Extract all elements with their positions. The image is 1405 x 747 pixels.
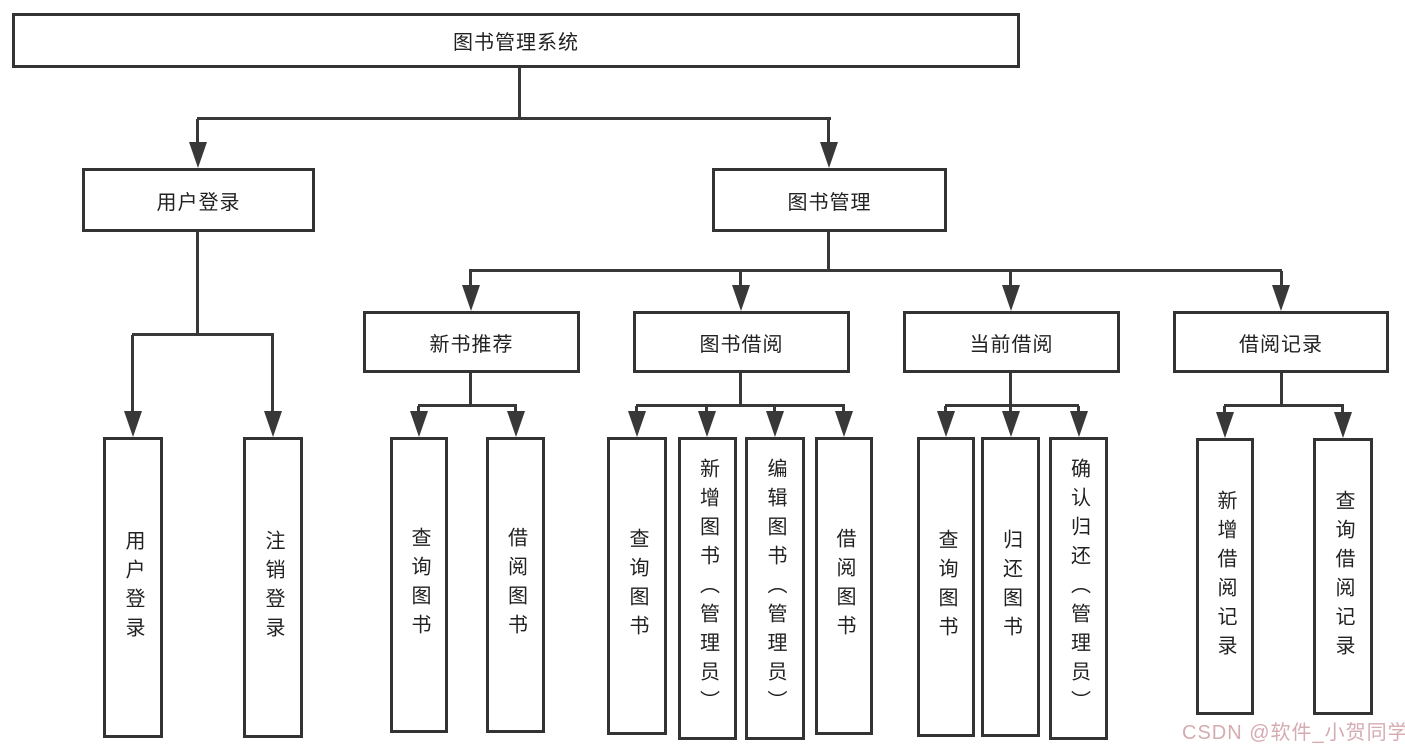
connector-s3-drop-0 <box>1223 406 1226 414</box>
leaf-logout-label: 注销登录 <box>262 529 284 646</box>
connector-drop-borrow-record <box>1280 271 1283 287</box>
node-new-book-recommend-label: 新书推荐 <box>429 333 514 356</box>
leaf-user-login: 用户登录 <box>103 437 163 738</box>
leaf-borrow-edit: 编辑图书（管理员） <box>745 437 805 740</box>
connector-s1-drop-0 <box>635 406 638 414</box>
node-current-borrow-label: 当前借阅 <box>969 333 1054 356</box>
leaf-current-confirm: 确认归还（管理员） <box>1049 437 1108 740</box>
connector-s0-drop-1 <box>514 406 517 414</box>
connector-s0-stem <box>469 373 472 406</box>
connector-user-login-bar <box>132 333 274 336</box>
connector-s0-drop-0 <box>417 406 420 414</box>
leaf-newbook-query-label: 查询图书 <box>408 527 430 643</box>
connector-s2-bar <box>945 404 1079 407</box>
arrow-s2-leaf-1 <box>1002 411 1020 437</box>
node-new-book-recommend: 新书推荐 <box>363 311 580 373</box>
arrow-s2-leaf-0 <box>937 411 955 437</box>
connector-s2-drop-0 <box>944 406 947 414</box>
node-book-mgmt: 图书管理 <box>712 168 947 232</box>
arrow-leaf-user-login <box>124 411 142 437</box>
connector-s1-bar <box>636 404 845 407</box>
node-borrow-record-label: 借阅记录 <box>1239 333 1323 356</box>
leaf-user-login-label: 用户登录 <box>122 529 144 646</box>
arrow-s1-leaf-2 <box>766 411 784 437</box>
arrow-s1-leaf-1 <box>698 411 716 437</box>
leaf-newbook-borrow: 借阅图书 <box>486 437 545 733</box>
leaf-record-query-label: 查询借阅记录 <box>1332 489 1354 664</box>
connector-drop-book-borrow <box>739 271 742 287</box>
leaf-record-query: 查询借阅记录 <box>1313 438 1373 715</box>
leaf-logout: 注销登录 <box>243 437 303 738</box>
connector-s2-drop-2 <box>1077 406 1080 414</box>
leaf-current-confirm-label: 确认归还（管理员） <box>1067 458 1090 719</box>
connector-s2-stem <box>1009 373 1012 406</box>
arrow-s1-leaf-0 <box>628 411 646 437</box>
csdn-watermark: CSDN @软件_小贺同学 <box>1182 722 1405 744</box>
arrow-s0-leaf-0 <box>410 411 428 437</box>
connector-s2-drop-1 <box>1009 406 1012 414</box>
node-book-borrow: 图书借阅 <box>633 311 850 373</box>
leaf-borrow-query: 查询图书 <box>607 437 667 735</box>
arrow-user-login <box>189 142 207 168</box>
node-current-borrow: 当前借阅 <box>903 311 1120 373</box>
connector-l2-bar <box>197 117 831 120</box>
node-root: 图书管理系统 <box>12 13 1020 68</box>
leaf-borrow-borrow-label: 借阅图书 <box>833 528 855 644</box>
connector-s1-drop-1 <box>705 406 708 414</box>
connector-drop-leaf-user-login <box>131 335 134 413</box>
leaf-borrow-add-label: 新增图书（管理员） <box>696 458 719 719</box>
connector-drop-book-mgmt <box>827 119 830 147</box>
leaf-borrow-add: 新增图书（管理员） <box>678 437 737 740</box>
connector-s1-drop-3 <box>842 406 845 414</box>
connector-user-login-stem <box>196 232 199 335</box>
arrow-s3-leaf-0 <box>1216 412 1234 438</box>
arrow-leaf-logout <box>264 411 282 437</box>
connector-s3-bar <box>1224 404 1344 407</box>
connector-drop-current-borrow <box>1009 271 1012 287</box>
connector-s1-stem <box>739 373 742 406</box>
node-book-borrow-label: 图书借阅 <box>699 333 784 356</box>
leaf-current-query-label: 查询图书 <box>935 529 957 645</box>
connector-s3-drop-1 <box>1341 406 1344 414</box>
connector-drop-new-book <box>469 271 472 287</box>
leaf-newbook-query: 查询图书 <box>390 437 448 733</box>
leaf-record-add: 新增借阅记录 <box>1196 438 1254 715</box>
leaf-current-return-label: 归还图书 <box>999 529 1022 645</box>
leaf-current-query: 查询图书 <box>917 437 975 737</box>
arrow-borrow-record <box>1272 285 1290 311</box>
arrow-current-borrow <box>1002 285 1020 311</box>
connector-root-stem <box>518 68 521 120</box>
node-user-login-label: 用户登录 <box>156 191 241 214</box>
arrow-s0-leaf-1 <box>507 411 525 437</box>
connector-s0-bar <box>418 404 517 407</box>
leaf-newbook-borrow-label: 借阅图书 <box>504 527 527 643</box>
node-borrow-record: 借阅记录 <box>1173 311 1389 373</box>
arrow-book-borrow <box>732 285 750 311</box>
leaf-record-add-label: 新增借阅记录 <box>1214 489 1236 664</box>
arrow-s3-leaf-1 <box>1334 412 1352 438</box>
connector-drop-leaf-logout <box>271 335 274 413</box>
connector-drop-user-login <box>196 119 199 147</box>
leaf-borrow-borrow: 借阅图书 <box>815 437 873 735</box>
connector-l3-bar <box>469 269 1282 272</box>
node-user-login: 用户登录 <box>82 168 315 232</box>
connector-s1-drop-2 <box>773 406 776 414</box>
arrow-book-mgmt <box>820 142 838 168</box>
leaf-borrow-edit-label: 编辑图书（管理员） <box>764 458 786 719</box>
connector-book-mgmt-stem <box>827 232 830 271</box>
arrow-s2-leaf-2 <box>1070 411 1088 437</box>
arrow-s1-leaf-3 <box>835 411 853 437</box>
connector-s3-stem <box>1280 373 1283 406</box>
arrow-new-book <box>462 285 480 311</box>
node-root-label: 图书管理系统 <box>453 32 579 54</box>
leaf-borrow-query-label: 查询图书 <box>626 528 648 644</box>
node-book-mgmt-label: 图书管理 <box>787 191 872 214</box>
leaf-current-return: 归还图书 <box>981 437 1040 737</box>
